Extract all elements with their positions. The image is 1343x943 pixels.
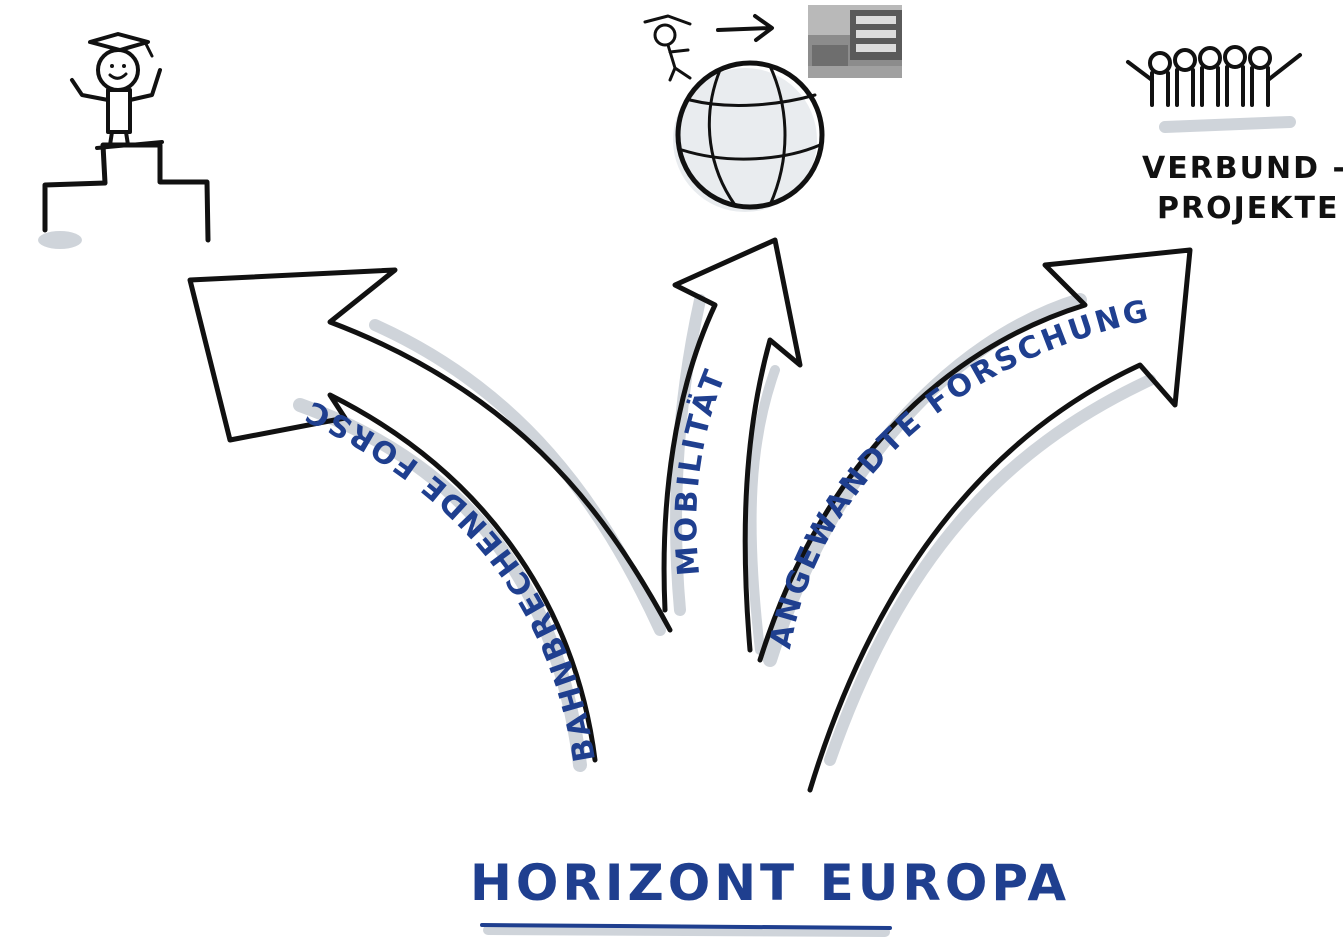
right-arrow-label: ANGEWANDTE FORSCHUNG xyxy=(763,293,1154,651)
left-arrow xyxy=(187,267,673,772)
left-arrow-label: BAHNBRECHENDE FORSCHUNG xyxy=(0,0,603,764)
right-arrow xyxy=(757,247,1193,793)
podium-graduate-icon xyxy=(38,32,211,249)
middle-arrow xyxy=(661,237,803,655)
right-arrow-label-path: ANGEWANDTE FORSCHUNG xyxy=(763,293,1151,651)
left-arrow-label-path: BAHNBRECHENDE FORSCHUNG xyxy=(0,0,600,764)
title-underline xyxy=(480,923,892,930)
globe-mobility-icon xyxy=(643,5,902,212)
main-title: HORIZONT EUROPA xyxy=(470,854,1070,912)
group-label-line1: VERBUND - xyxy=(1142,151,1343,186)
group-people-icon xyxy=(1126,45,1302,133)
group-label-line2: PROJEKTE xyxy=(1157,191,1339,226)
building-photo xyxy=(808,5,902,78)
